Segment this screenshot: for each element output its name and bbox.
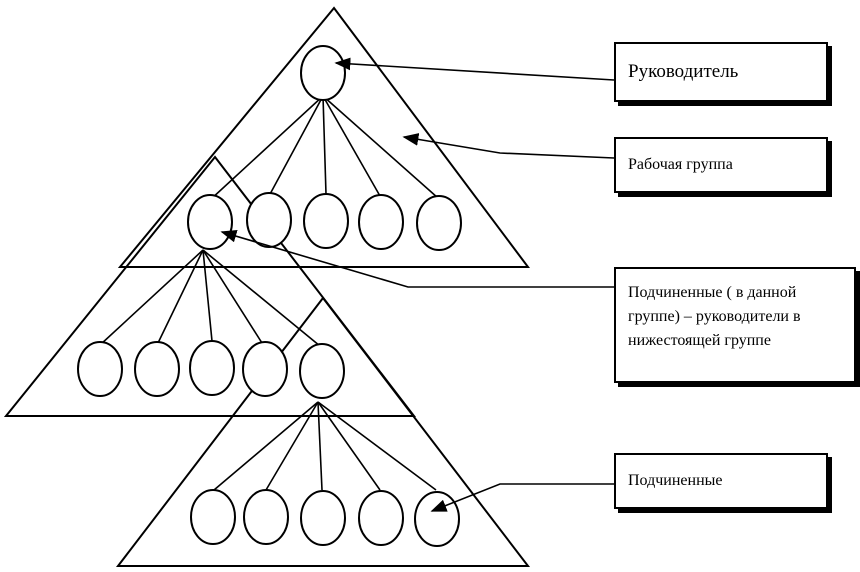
label-sub-leaders-text: Подчиненные ( в данной группе) – руковод… bbox=[628, 284, 801, 349]
top-triangle bbox=[117, 6, 530, 268]
node-mid-5 bbox=[299, 343, 345, 399]
top-group-links bbox=[209, 95, 439, 201]
node-top-4 bbox=[358, 194, 404, 250]
label-leader-text: Руководитель bbox=[628, 60, 739, 82]
node-mid-3 bbox=[189, 340, 235, 396]
node-bot-5 bbox=[414, 491, 460, 547]
label-leader: Руководитель bbox=[614, 42, 828, 102]
middle-group-links bbox=[99, 249, 321, 347]
node-mid-1 bbox=[77, 341, 123, 397]
middle-group-nodes bbox=[77, 340, 345, 399]
label-work-group: Рабочая группа bbox=[614, 137, 828, 193]
arrow-subordinates bbox=[430, 483, 614, 512]
node-top-2 bbox=[246, 192, 292, 248]
bottom-triangle bbox=[115, 296, 531, 567]
node-leader bbox=[300, 45, 346, 101]
node-bot-4 bbox=[358, 490, 404, 546]
node-bot-3 bbox=[300, 490, 346, 546]
node-bot-2 bbox=[243, 489, 289, 545]
node-mid-2 bbox=[134, 341, 180, 397]
bottom-group-links bbox=[213, 401, 437, 491]
arrow-work-group bbox=[402, 133, 615, 159]
label-subordinates: Подчиненные bbox=[614, 453, 828, 509]
middle-triangle bbox=[3, 155, 417, 417]
top-group-nodes bbox=[187, 45, 462, 251]
node-top-3 bbox=[303, 193, 349, 249]
node-bot-1 bbox=[190, 489, 236, 545]
label-arrows bbox=[220, 57, 615, 512]
arrow-sub-leaders bbox=[220, 229, 614, 288]
label-sub-leaders: Подчиненные ( в данной группе) – руковод… bbox=[614, 267, 856, 383]
label-subordinates-text: Подчиненные bbox=[628, 472, 723, 489]
label-work-group-text: Рабочая группа bbox=[628, 156, 733, 173]
node-top-5 bbox=[416, 195, 462, 251]
node-top-1 bbox=[187, 194, 233, 250]
arrow-leader bbox=[334, 57, 615, 81]
node-mid-4 bbox=[242, 341, 288, 397]
bottom-group-nodes bbox=[190, 489, 460, 547]
